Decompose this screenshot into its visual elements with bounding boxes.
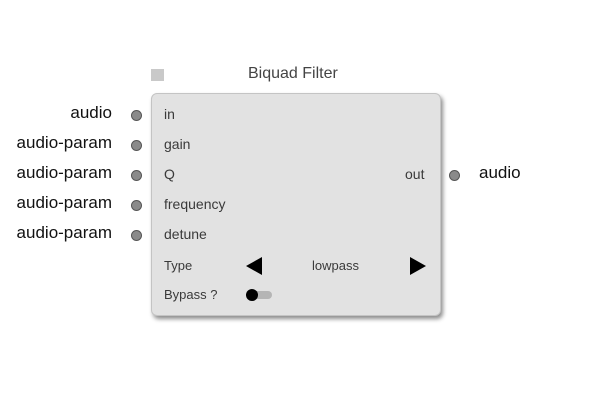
input-port-detune[interactable]	[131, 230, 142, 241]
port-label-q: Q	[164, 166, 175, 182]
bypass-toggle[interactable]	[246, 289, 274, 301]
input-type-label-gain: audio-param	[16, 133, 112, 152]
input-port-in[interactable]	[131, 110, 142, 121]
node-title: Biquad Filter	[248, 65, 338, 82]
type-label: Type	[164, 258, 193, 273]
port-label-out: out	[405, 166, 425, 182]
input-type-label-frequency: audio-param	[16, 193, 112, 212]
input-type-label-in: audio	[70, 103, 112, 122]
output-type-label-out: audio	[479, 163, 521, 182]
type-next-arrow-icon[interactable]	[410, 257, 426, 275]
bypass-label: Bypass ?	[164, 287, 218, 302]
port-label-detune: detune	[164, 226, 207, 242]
port-label-gain: gain	[164, 136, 191, 152]
output-port-out[interactable]	[449, 170, 460, 181]
node-drag-handle[interactable]	[151, 69, 164, 81]
input-type-label-q: audio-param	[16, 163, 112, 182]
input-port-gain[interactable]	[131, 140, 142, 151]
input-port-frequency[interactable]	[131, 200, 142, 211]
bypass-toggle-track	[250, 291, 272, 299]
port-label-frequency: frequency	[164, 196, 226, 212]
bypass-toggle-knob	[246, 289, 258, 301]
type-prev-arrow-icon[interactable]	[246, 257, 262, 275]
type-value: lowpass	[312, 258, 359, 273]
port-label-in: in	[164, 106, 175, 122]
input-type-label-detune: audio-param	[16, 223, 112, 242]
input-port-q[interactable]	[131, 170, 142, 181]
biquad-filter-node[interactable]	[151, 93, 441, 316]
